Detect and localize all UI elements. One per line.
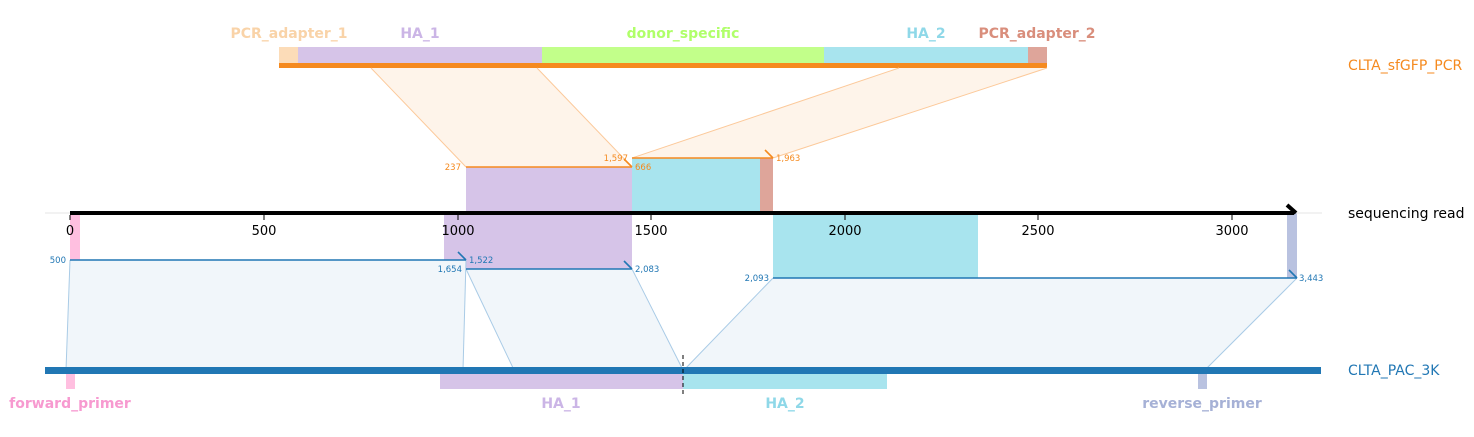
bottom-feature-label-forward-primer: forward_primer — [9, 396, 131, 412]
bottom-alignment-2-edge-right — [631, 268, 684, 371]
bottom-alignment-1-arrow — [457, 251, 467, 261]
top-alignment-1-edge-right — [536, 67, 633, 168]
bottom-alignment-connectors — [65, 259, 1298, 371]
bottom-feature-label-ha-1: HA_1 — [541, 396, 580, 412]
bottom-feature-label-ha-2: HA_2 — [765, 396, 804, 412]
top-alignment-2-arrow — [764, 149, 774, 159]
read-box-pcr-adapter-2-upper — [760, 158, 773, 213]
bottom-feature-bar-forward-primer — [66, 370, 75, 389]
bottom-feature-bar-reverse-primer — [1198, 370, 1207, 389]
bottom-alignment-2-start: 1,654 — [438, 265, 462, 275]
top-feature-bar-pcr-adapter-2 — [1028, 47, 1047, 67]
bottom-alignment-3-arrow — [1288, 269, 1298, 279]
read-feature-boxes-top — [466, 158, 773, 213]
read-box-ha-1-left — [444, 213, 466, 260]
bottom-alignment-2-band — [466, 269, 683, 370]
bottom-alignment-2-edge-left — [465, 268, 515, 371]
read-box-ha-1-lower — [466, 213, 632, 269]
sequencing-read-track: 0 500 1000 1500 2000 2500 3000 sequencin… — [45, 203, 1464, 239]
read-axis-tick-label: 3000 — [1215, 224, 1248, 239]
top-feature-label-pcr-adapter-2: PCR_adapter_2 — [978, 26, 1095, 42]
read-track-name: sequencing read — [1348, 206, 1464, 222]
top-feature-bar-donor-specific — [542, 47, 824, 67]
top-feature-bar-pcr-adapter-1 — [279, 47, 298, 67]
read-axis-ticks: 0 500 1000 1500 2000 2500 3000 — [66, 215, 1249, 239]
read-axis-tick-label: 2000 — [828, 224, 861, 239]
top-alignment-1-band — [371, 68, 632, 167]
read-axis-tick-label: 500 — [252, 224, 277, 239]
top-feature-bar-ha-2 — [824, 47, 1028, 67]
top-alignment-1-start: 237 — [445, 163, 461, 173]
bottom-reference-track: forward_primer HA_1 HA_2 reverse_primer … — [9, 355, 1440, 412]
top-alignment-bars: 237 666 1,597 1,963 — [445, 149, 800, 173]
bottom-alignment-1-edge-left — [65, 259, 71, 371]
read-axis-tick-label: 1500 — [634, 224, 667, 239]
read-axis-tick-label: 2500 — [1021, 224, 1054, 239]
top-track-line — [279, 63, 1047, 68]
top-alignment-1-edge-left — [370, 67, 467, 168]
top-feature-label-ha-2: HA_2 — [906, 26, 945, 42]
read-direction-arrow — [1285, 203, 1298, 215]
bottom-alignment-1-start: 500 — [50, 256, 66, 266]
bottom-alignment-3-band — [684, 278, 1297, 370]
top-alignment-1-arrow — [623, 158, 633, 168]
read-box-ha-2-upper — [632, 158, 760, 213]
bottom-alignment-1-end: 1,522 — [469, 256, 493, 266]
bottom-track-name: CLTA_PAC_3K — [1348, 363, 1440, 379]
bottom-feature-bar-ha-2 — [683, 370, 887, 389]
top-alignment-2-edge-right — [772, 67, 1048, 159]
top-alignment-connectors — [370, 67, 1048, 168]
bottom-alignment-2-arrow — [623, 260, 633, 270]
top-alignment-1-end: 666 — [635, 163, 651, 173]
read-axis-tick-label: 0 — [66, 224, 74, 239]
read-box-ha-1-upper — [466, 167, 632, 213]
top-alignment-2-edge-left — [631, 67, 900, 159]
read-axis-tick-label: 1000 — [441, 224, 474, 239]
top-alignment-2-end: 1,963 — [776, 154, 800, 164]
bottom-alignment-3-start: 2,093 — [745, 274, 769, 284]
read-box-ha-2-lower — [773, 213, 978, 278]
read-box-forward-primer — [70, 213, 80, 260]
bottom-alignment-3-edge-left — [683, 277, 774, 371]
bottom-feature-bar-ha-1 — [440, 370, 683, 389]
top-reference-track: PCR_adapter_1 HA_1 donor_specific HA_2 P… — [230, 26, 1462, 74]
top-feature-label-ha-1: HA_1 — [400, 26, 439, 42]
bottom-alignment-2-end: 2,083 — [635, 265, 659, 275]
bottom-feature-label-reverse-primer: reverse_primer — [1142, 396, 1262, 412]
top-feature-label-pcr-adapter-1: PCR_adapter_1 — [230, 26, 347, 42]
bottom-alignment-1-band — [66, 260, 466, 370]
bottom-alignment-bars: 500 1,522 1,654 2,083 2,093 3,443 — [50, 251, 1323, 284]
bottom-alignment-1-edge-right — [462, 259, 467, 371]
top-alignment-2-start: 1,597 — [604, 154, 628, 164]
read-feature-boxes-bottom — [70, 213, 1297, 278]
top-track-name: CLTA_sfGFP_PCR — [1348, 58, 1462, 74]
bottom-alignment-3-edge-right — [1204, 277, 1298, 371]
read-box-reverse-primer — [1287, 213, 1297, 278]
top-alignment-2-band — [632, 68, 1047, 158]
top-feature-bar-ha-1 — [298, 47, 542, 67]
bottom-alignment-3-end: 3,443 — [1299, 274, 1323, 284]
top-feature-label-donor-specific: donor_specific — [627, 26, 740, 42]
